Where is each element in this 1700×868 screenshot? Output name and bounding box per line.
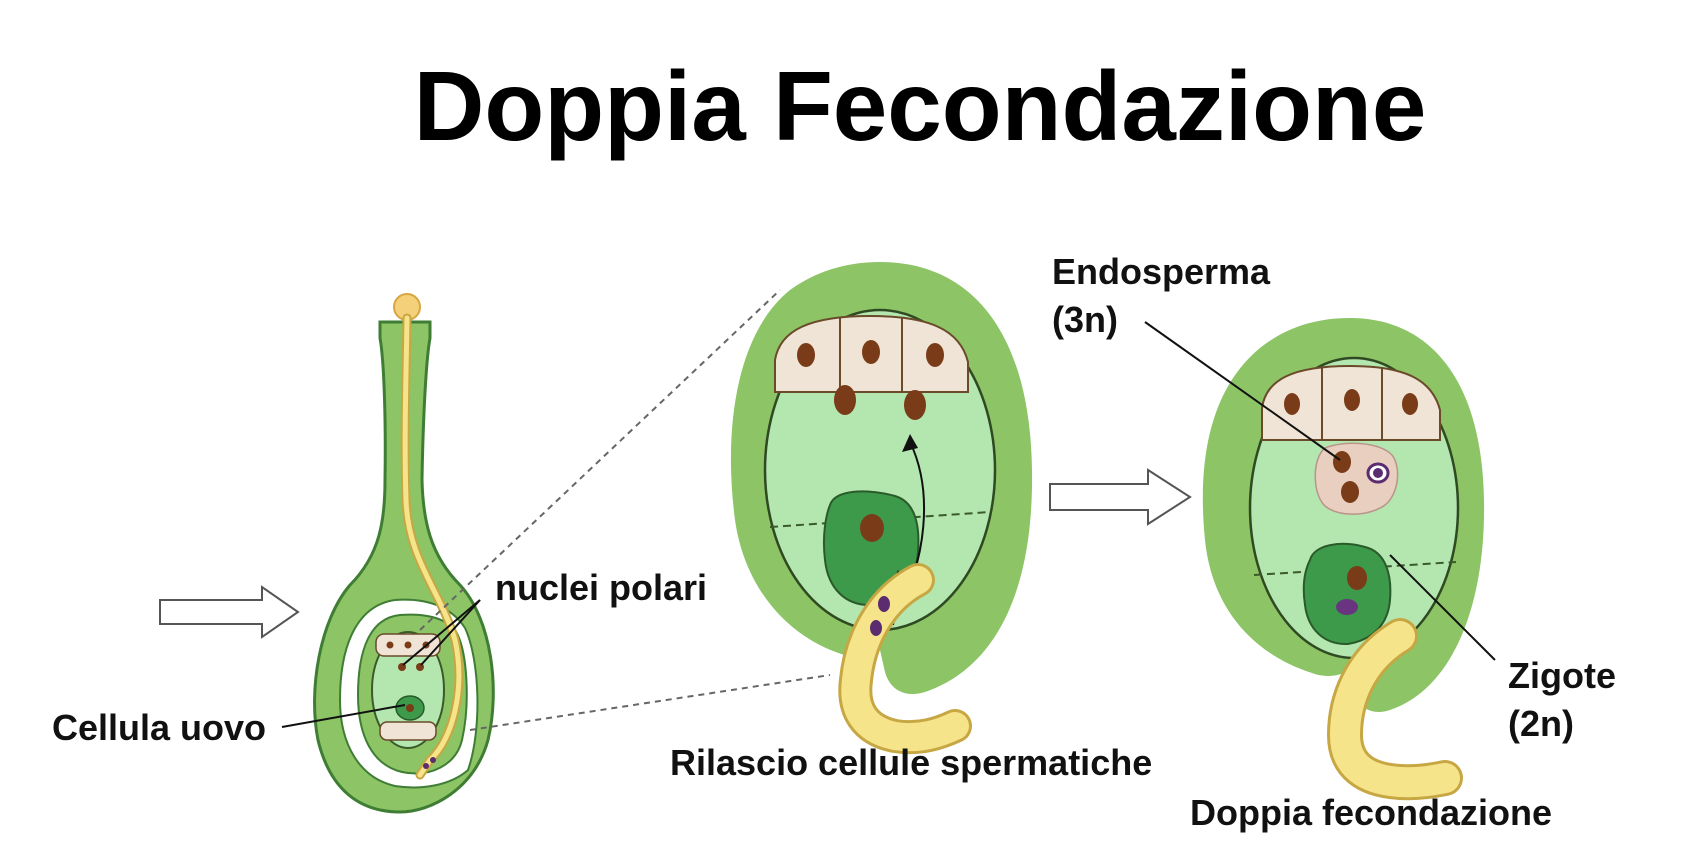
- arrow-right-icon: [1049, 468, 1192, 526]
- label-zigote-2: (2n): [1508, 703, 1574, 744]
- diagram-title: Doppia Fecondazione: [414, 51, 1427, 161]
- sperm-nucleus-2: [870, 620, 882, 636]
- sac-divider-fertilized: [1253, 561, 1457, 576]
- ovule-zoom-panel: [730, 262, 1033, 755]
- zoom-line-top: [419, 289, 781, 631]
- endosperma-leader: [1144, 321, 1341, 461]
- pistil-panel: [159, 293, 495, 814]
- embryo-sac-small: [371, 631, 445, 749]
- cellula-uovo-leader: [281, 704, 406, 728]
- sperm-nucleus-1: [878, 596, 890, 612]
- label-doppia-fecondazione: Doppia fecondazione: [1190, 792, 1552, 833]
- polar-nucleus-2: [904, 390, 926, 420]
- label-rilascio: Rilascio cellule spermatiche: [670, 742, 1152, 783]
- zygote: [1302, 542, 1392, 646]
- arrow-left-icon: [159, 585, 300, 639]
- label-nuclei-polari: nuclei polari: [495, 567, 707, 608]
- fertilized-ovule-panel: [1202, 318, 1485, 801]
- zigote-leader: [1389, 554, 1496, 661]
- synergid-cells-small: [379, 721, 437, 741]
- zoom-line-bottom: [469, 674, 831, 731]
- label-endosperma-1: Endosperma: [1052, 251, 1271, 292]
- nuclei-polari-leader-1: [402, 599, 481, 666]
- nuclei-polari-leader-2: [420, 599, 481, 666]
- label-cellula-uovo: Cellula uovo: [52, 707, 266, 748]
- label-endosperma-2: (3n): [1052, 299, 1118, 340]
- polar-nucleus-1: [834, 385, 856, 415]
- label-zigote-1: Zigote: [1508, 655, 1616, 696]
